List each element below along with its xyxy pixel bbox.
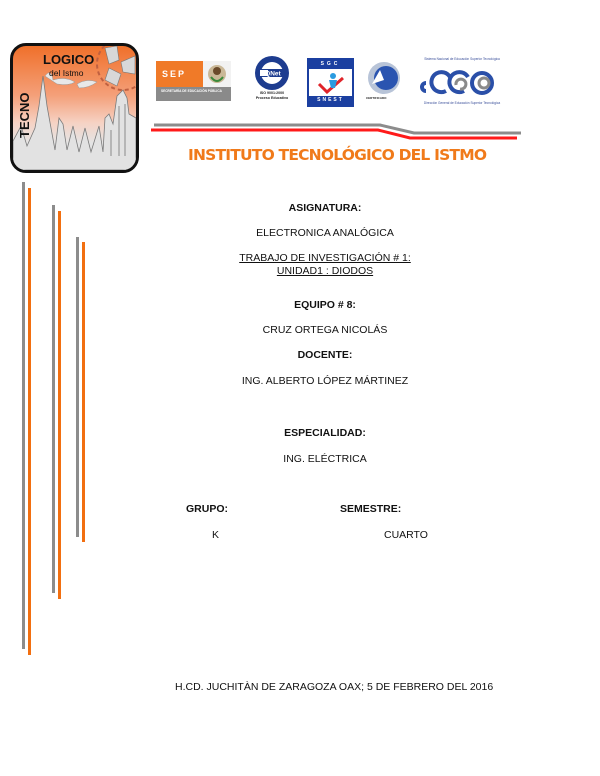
specialty-value: ING. ELÉCTRICA	[283, 453, 367, 465]
subject-label: ASIGNATURA:	[288, 202, 362, 214]
iqnet-seal-icon: IQNet	[255, 56, 289, 90]
team-label: EQUIPO # 8:	[294, 299, 356, 311]
semester-label: SEMESTRE:	[340, 503, 402, 515]
svg-text:TECNO: TECNO	[17, 93, 32, 139]
iqnet-caption-line1: ISO 9001:2000	[259, 91, 285, 95]
decorative-line-orange-3	[82, 242, 85, 542]
teacher-name: ING. ALBERTO LÓPEZ MÁRTINEZ	[241, 375, 409, 387]
specialty-label: ESPECIALIDAD:	[284, 427, 366, 439]
decorative-line-gray-1	[22, 182, 25, 649]
decorative-line-orange-2	[58, 211, 61, 599]
decorative-line-gray-2	[52, 205, 55, 593]
svg-text:LOGICO: LOGICO	[43, 52, 94, 67]
iqnet-logo: IQNet ISO 9001:2000 Proceso Educativo	[248, 55, 296, 109]
work-title-line2: UNIDAD1 : DIODOS	[276, 265, 374, 277]
svg-text:del Istmo: del Istmo	[49, 68, 84, 78]
header-rule-lines	[151, 123, 521, 140]
snest-logo: Sistema Nacional de Educación Superior T…	[420, 55, 504, 111]
sgc-label: SGC	[309, 60, 352, 69]
decorative-line-orange-1	[28, 188, 31, 655]
decorative-line-gray-3	[76, 237, 79, 537]
work-title-line1: TRABAJO DE INVESTIGACIÓN # 1:	[239, 252, 411, 264]
group-value: K	[212, 529, 220, 541]
certification-caption: CERTIFICADO	[366, 96, 387, 100]
place-date-footer: H.CD. JUCHITÀN DE ZARAGOZA OAX; 5 DE FEB…	[175, 681, 494, 693]
semester-value: CUARTO	[384, 529, 428, 541]
svg-text:IQNet: IQNet	[263, 71, 281, 78]
sep-caption: SECRETARÍA DE EDUCACIÓN PÚBLICA	[156, 87, 231, 101]
team-member: CRUZ ORTEGA NICOLÁS	[262, 324, 388, 336]
iqnet-caption-line2: Proceso Educativo	[255, 96, 289, 100]
sep-logo: SEP SECRETARÍA DE EDUCACIÓN PÚBLICA	[156, 61, 231, 101]
sgc-logo: SGC SNEST	[307, 58, 354, 107]
mexico-eagle-icon	[203, 61, 231, 87]
institute-title: INSTITUTO TECNOLÓGICO DEL ISTMO	[188, 146, 487, 164]
snest-swirl-icon	[420, 70, 494, 95]
checkmark-person-icon	[317, 73, 344, 94]
snest-caption-bottom: Dirección General de Educación Superior …	[423, 101, 501, 105]
subject-value: ELECTRONICA ANALÓGICA	[256, 227, 394, 239]
city-skyline-icon: TECNO LOGICO del Istmo	[13, 46, 136, 170]
snest-caption-top: Sistema Nacional de Educación Superior T…	[424, 57, 500, 61]
teacher-label: DOCENTE:	[297, 349, 353, 361]
certification-logo: CERTIFICADO	[364, 60, 404, 110]
sgc-snest-label: SNEST	[309, 96, 352, 105]
school-logo: TECNO LOGICO del Istmo	[10, 43, 139, 173]
group-label: GRUPO:	[186, 503, 228, 515]
iqnet-caption: ISO 9001:2000 Proceso Educativo	[248, 91, 296, 101]
sep-label: SEP	[156, 61, 203, 87]
certification-seal-icon	[368, 62, 400, 94]
